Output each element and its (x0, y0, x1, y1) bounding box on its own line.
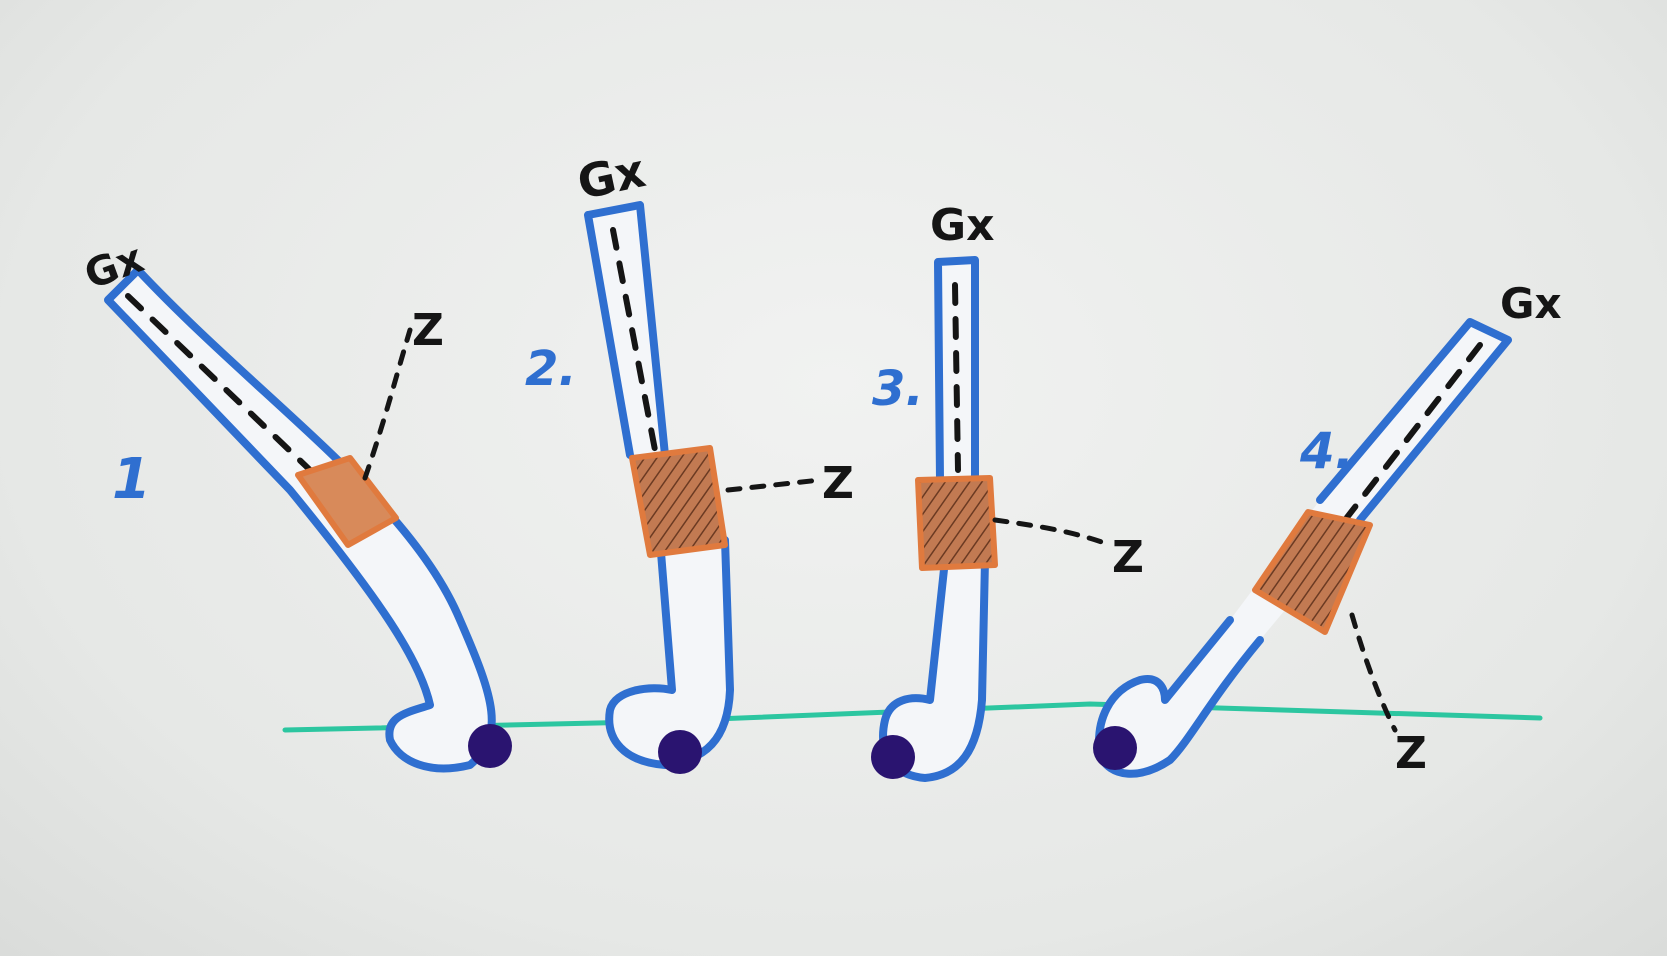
stick-2-number: 2. (525, 341, 577, 397)
stick-2-center-line (610, 227, 658, 453)
stick-1-z-label: Z (412, 305, 444, 356)
hockey-stick-4: 4. Gx Z (1093, 279, 1562, 779)
hockey-stick-1: 1 Gx Z (79, 235, 512, 773)
stick-1-tape (295, 455, 399, 548)
stick-3-gx-label: Gx (930, 200, 995, 251)
stick-3-z-label: Z (1112, 532, 1144, 583)
hockey-stick-3: 3. Gx Z (871, 200, 1144, 782)
stick-3-number: 3. (872, 361, 924, 417)
stick-4-ball (1093, 726, 1137, 770)
stick-1-z-leader (362, 327, 413, 481)
hockey-stick-2: 2. Gx Z (525, 143, 854, 774)
stick-2-gx-label: Gx (573, 143, 650, 210)
stick-4-gx-label: Gx (1500, 279, 1562, 328)
stick-1-center-line (125, 293, 313, 473)
stick-2-tape (629, 445, 728, 558)
stick-1-number: 1 (112, 447, 151, 512)
stick-2-z-leader (725, 477, 823, 493)
stick-4-number: 4. (1299, 422, 1354, 480)
stick-1-ball (468, 724, 512, 768)
stick-3-z-leader (992, 517, 1113, 548)
stick-1-outline (104, 266, 496, 773)
stick-4-z-label: Z (1395, 728, 1427, 779)
stick-2-ball (658, 730, 702, 774)
stick-3-tape (915, 475, 998, 571)
stick-4-center-line (1342, 342, 1483, 523)
stick-4-tape (1252, 509, 1373, 635)
stick-2-z-label: Z (822, 458, 854, 509)
stick-3-ball (871, 735, 915, 779)
stick-2-outline (584, 201, 734, 769)
stick-3-center-line (952, 282, 961, 473)
